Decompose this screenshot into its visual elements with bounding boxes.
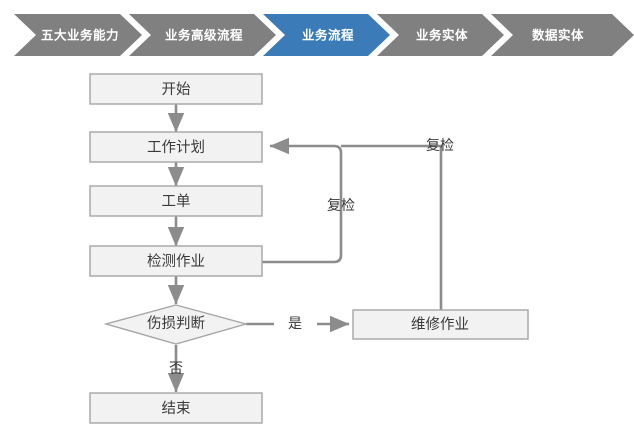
breadcrumb-step-label: 业务流程 [302,28,354,43]
chevron-shape [491,14,634,56]
node-repair[interactable]: 维修作业 [352,309,529,340]
node-workplan[interactable]: 工作计划 [89,131,263,163]
node-workorder[interactable]: 工单 [89,185,263,217]
edge-label-no: 否 [169,361,183,377]
breadcrumb-step-label: 数据实体 [531,28,584,43]
breadcrumb-step-4[interactable]: 数据实体 [491,14,634,56]
node-label: 结束 [162,400,191,417]
breadcrumb-step-label: 五大业务能力 [41,28,119,43]
chevron-shape [377,14,504,56]
node-shape [89,245,263,277]
breadcrumb-step-0[interactable]: 五大业务能力 [14,14,142,56]
connector-inspect-recheck-loop [262,137,343,264]
flowchart: 开始 工作计划 工单 检测作业 伤损判断 维修作业 结束 是 否 [0,56,634,439]
chevron-shape [129,14,276,56]
breadcrumb: 五大业务能力 业务高级流程 业务流程 业务实体 数据实体 [0,14,634,56]
node-label: 伤损判断 [147,315,205,332]
node-label: 工作计划 [147,139,205,156]
breadcrumb-step-label: 业务高级流程 [165,28,243,43]
node-inspect[interactable]: 检测作业 [89,245,263,277]
breadcrumb-step-2[interactable]: 业务流程 [263,14,390,56]
node-end[interactable]: 结束 [89,392,263,424]
node-start[interactable]: 开始 [89,73,263,105]
breadcrumb-step-1[interactable]: 业务高级流程 [129,14,276,56]
node-label: 工单 [162,193,191,210]
node-shape [89,185,263,217]
node-label: 开始 [162,81,191,98]
node-decision[interactable]: 伤损判断 [103,304,249,345]
connectors [167,104,443,393]
node-shape [352,309,529,340]
edge-label-recheck-inspect: 复检 [327,197,355,214]
breadcrumb-step-label: 业务实体 [416,28,468,43]
node-label: 检测作业 [147,253,205,270]
edge-label-recheck-repair: 复检 [426,137,454,154]
node-shape [103,304,249,345]
connector-repair-recheck-loop [341,144,443,311]
edge-label-yes: 是 [288,316,302,332]
breadcrumb-step-3[interactable]: 业务实体 [377,14,504,56]
node-shape [89,131,263,163]
chevron-shape [14,14,142,56]
chevron-shape [263,14,390,56]
node-shape [89,73,263,105]
node-label: 维修作业 [411,316,469,333]
node-shape [89,392,263,424]
